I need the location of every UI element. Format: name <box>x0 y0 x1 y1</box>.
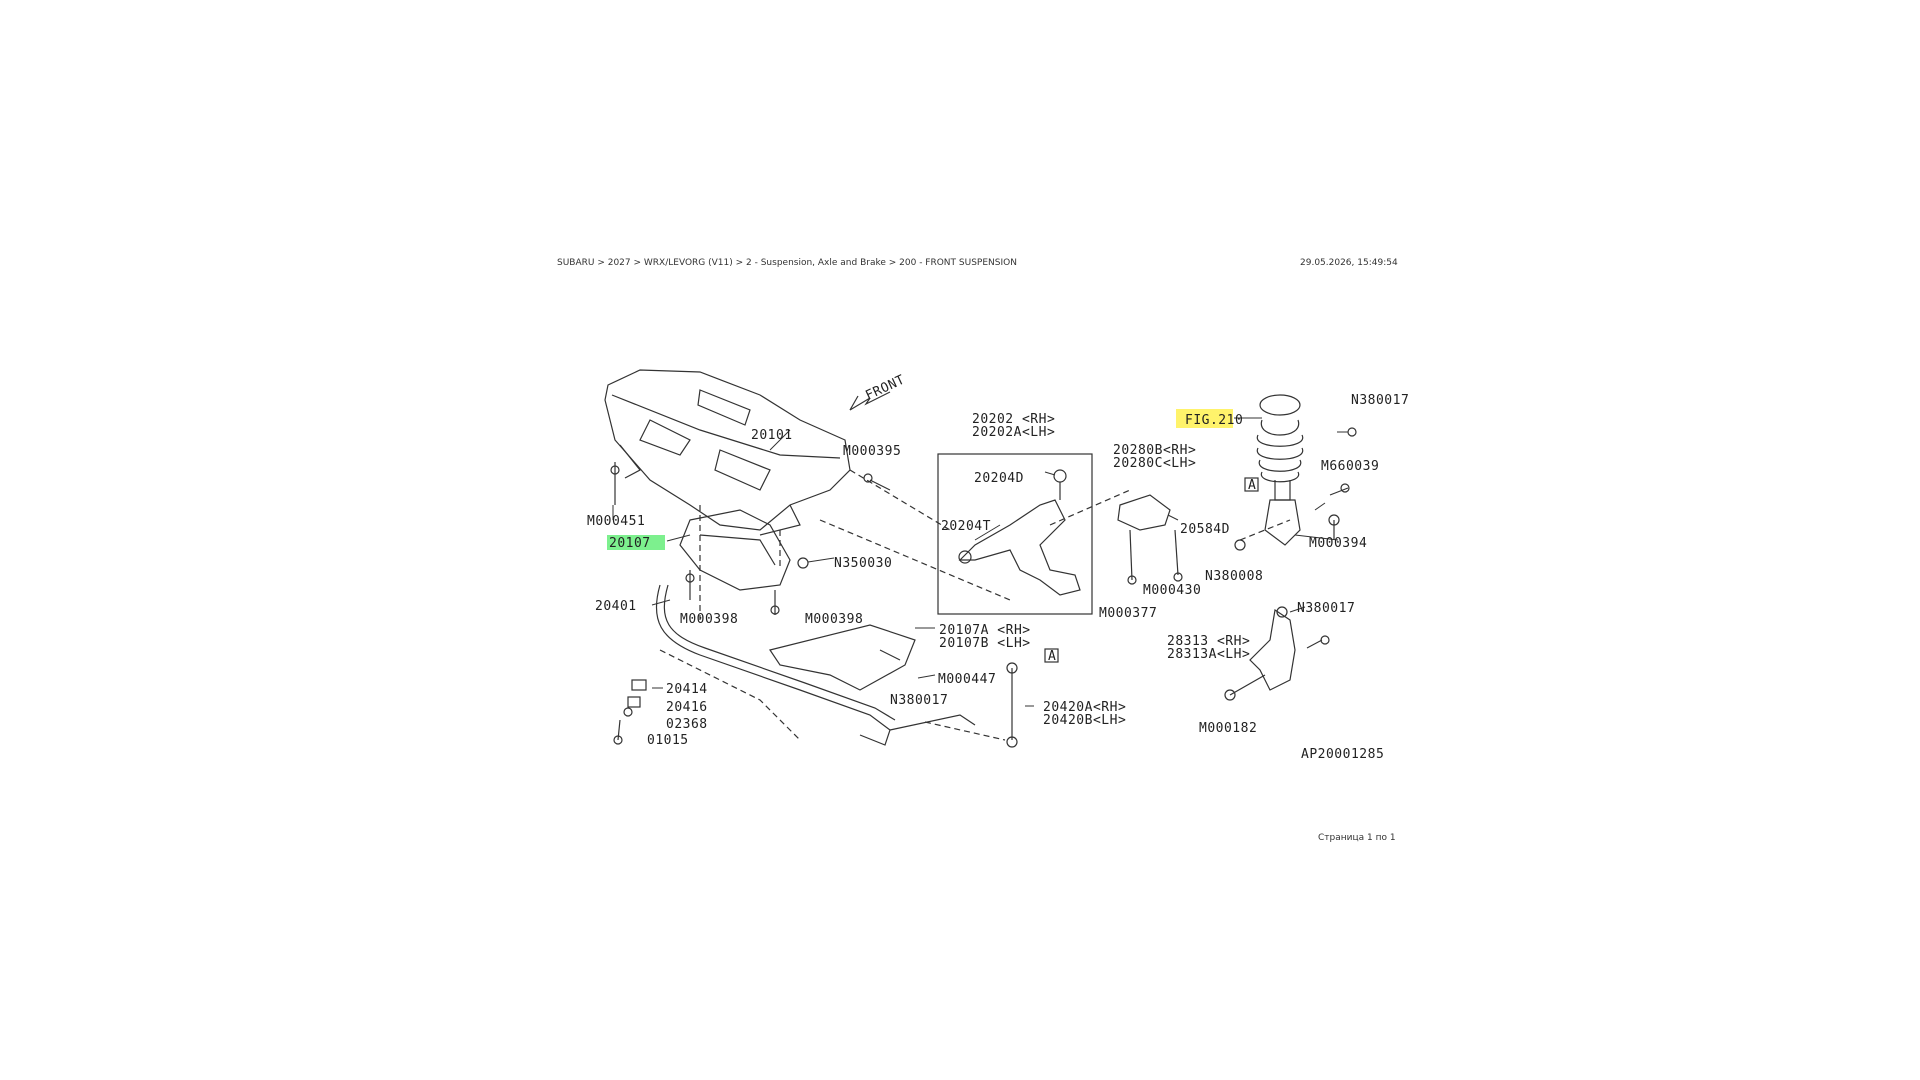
callout-m000451: M000451 <box>587 514 645 529</box>
subframe-drawing <box>604 369 1357 748</box>
callout-m000377: M000377 <box>1099 606 1157 621</box>
callout-m000398-b: M000398 <box>805 612 863 627</box>
callout-20202-rh: 20202 <RH> <box>972 412 1055 427</box>
callout-20107b-lh: 20107B <LH> <box>939 636 1031 651</box>
callout-20420b-lh: 20420B<LH> <box>1043 713 1126 728</box>
callout-n380017-b: N380017 <box>890 693 948 708</box>
callout-n380017-c: N380017 <box>1297 601 1355 616</box>
callout-01015: 01015 <box>647 733 689 748</box>
callout-20401: 20401 <box>595 599 637 614</box>
callout-20204d: 20204D <box>974 471 1024 486</box>
callout-m660039: M660039 <box>1321 459 1379 474</box>
callout-28313a-lh: 28313A<LH> <box>1167 647 1250 662</box>
callout-20202a-lh: 20202A<LH> <box>972 425 1055 440</box>
callout-m000395: M000395 <box>843 444 901 459</box>
figure-id: AP20001285 <box>1301 747 1384 762</box>
callout-n350030: N350030 <box>834 556 892 571</box>
callout-02368: 02368 <box>666 717 708 732</box>
callout-n380017-a: N380017 <box>1351 393 1409 408</box>
callout-20101: 20101 <box>751 428 793 443</box>
callout-n380008: N380008 <box>1205 569 1263 584</box>
fig210-highlight <box>1176 409 1233 428</box>
marker-a-strut: A <box>1248 478 1256 493</box>
callout-20280c-lh: 20280C<LH> <box>1113 456 1196 471</box>
leader-lines <box>612 417 1348 707</box>
callout-20420a-rh: 20420A<RH> <box>1043 700 1126 715</box>
callout-m000430: M000430 <box>1143 583 1201 598</box>
print-datetime: 29.05.2026, 15:49:54 <box>1300 258 1398 268</box>
page-counter: Страница 1 по 1 <box>1318 833 1396 843</box>
callout-20416: 20416 <box>666 700 708 715</box>
callout-20414: 20414 <box>666 682 708 697</box>
callout-fig210[interactable]: FIG.210 <box>1185 413 1243 428</box>
callout-m000394: M000394 <box>1309 536 1367 551</box>
marker-a-link: A <box>1048 649 1056 664</box>
front-label: FRONT <box>863 372 907 403</box>
callout-20107a-rh: 20107A <RH> <box>939 623 1031 638</box>
callout-20280b-rh: 20280B<RH> <box>1113 443 1196 458</box>
callout-m000447: M000447 <box>938 672 996 687</box>
breadcrumb: SUBARU > 2027 > WRX/LEVORG (V11) > 2 - S… <box>557 258 1017 268</box>
callout-20107: 20107 <box>609 536 651 551</box>
callout-20204t: 20204T <box>941 519 991 534</box>
callout-m000182: M000182 <box>1199 721 1257 736</box>
callout-m000398-a: M000398 <box>680 612 738 627</box>
callout-28313-rh: 28313 <RH> <box>1167 634 1250 649</box>
p20107-highlight <box>607 535 665 550</box>
callout-20584d: 20584D <box>1180 522 1230 537</box>
